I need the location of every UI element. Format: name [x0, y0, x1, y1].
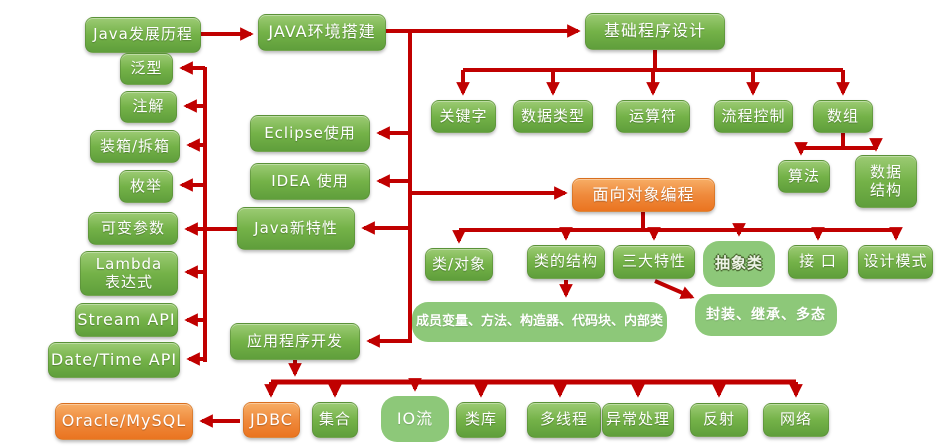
node-label: 泛型	[130, 59, 163, 78]
node-java-new-features: Java新特性	[237, 207, 355, 250]
node-label: 集合	[318, 410, 351, 429]
node-multithreading: 多线程	[527, 402, 601, 438]
node-datetime-api: Date/Time API	[48, 342, 180, 378]
node-flow-control: 流程控制	[714, 100, 793, 133]
node-label: Java发展历程	[93, 25, 193, 44]
node-class-object: 类/对象	[425, 248, 493, 281]
node-algorithms: 算法	[778, 160, 830, 193]
node-reflection: 反射	[690, 403, 748, 437]
node-design-patterns: 设计模式	[858, 245, 933, 279]
node-label: 设计模式	[863, 252, 928, 271]
node-label: 封装、继承、多态	[706, 306, 826, 323]
node-label: Java新特性	[254, 218, 338, 237]
node-label: 类/对象	[431, 254, 487, 273]
node-label-line2: 表达式	[104, 272, 153, 291]
node-oracle-mysql: Oracle/MySQL	[55, 403, 193, 440]
node-label: 枚举	[129, 176, 162, 195]
node-label: Eclipse使用	[264, 123, 356, 142]
node-label: 网络	[779, 410, 812, 429]
node-label: 关键字	[439, 106, 488, 125]
node-data-structures: 数据 结构	[855, 155, 917, 208]
node-label: 算法	[787, 166, 820, 185]
node-basics: 基础程序设计	[585, 13, 725, 50]
node-label: 反射	[702, 410, 735, 429]
node-oop: 面向对象编程	[572, 178, 715, 212]
node-label: 抽象类	[714, 254, 763, 273]
node-label: JDBC	[250, 409, 293, 429]
node-label: 应用程序开发	[246, 331, 343, 350]
node-label: 注解	[132, 97, 165, 116]
node-collections: 集合	[312, 402, 358, 438]
node-network: 网络	[763, 403, 829, 437]
node-exception-handling: 异常处理	[602, 403, 674, 437]
node-arrays: 数组	[813, 100, 873, 133]
node-three-features: 三大特性	[613, 245, 695, 279]
node-label: 接 口	[799, 252, 837, 271]
node-label: 运算符	[628, 106, 677, 125]
node-stream-api: Stream API	[75, 303, 178, 337]
node-label: 成员变量、方法、构造器、代码块、内部类	[415, 313, 663, 329]
node-label: 面向对象编程	[592, 184, 695, 204]
node-io-stream: IO流	[381, 396, 449, 442]
node-label: JAVA环境搭建	[268, 22, 376, 42]
node-label: 类库	[464, 410, 497, 429]
node-class-members: 成员变量、方法、构造器、代码块、内部类	[412, 302, 667, 342]
node-label: IO流	[396, 408, 434, 428]
node-varargs: 可变参数	[88, 212, 178, 245]
node-label: 可变参数	[100, 218, 165, 237]
node-label: 数组	[826, 106, 859, 125]
node-abstract-class: 抽象类	[703, 241, 775, 287]
node-boxing-unboxing: 装箱/拆箱	[90, 130, 180, 163]
node-label: IDEA 使用	[271, 171, 349, 190]
node-label-line1: 数据	[869, 163, 902, 182]
node-eclipse: Eclipse使用	[250, 115, 370, 152]
node-env-setup: JAVA环境搭建	[258, 14, 386, 51]
node-label: Stream API	[77, 309, 176, 329]
node-label-line2: 结构	[869, 180, 902, 199]
node-label: Date/Time API	[50, 349, 178, 369]
node-encapsulation-inheritance-polymorphism: 封装、继承、多态	[695, 294, 837, 336]
node-label: Oracle/MySQL	[61, 411, 187, 431]
node-class-library: 类库	[456, 402, 506, 438]
node-keywords: 关键字	[431, 100, 496, 133]
node-label: 数据类型	[520, 106, 585, 125]
node-enums: 枚举	[119, 170, 173, 203]
node-label: 流程控制	[721, 106, 786, 125]
node-app-dev: 应用程序开发	[230, 323, 360, 360]
node-label-line1: Lambda	[95, 255, 163, 274]
node-lambda: Lambda 表达式	[80, 251, 178, 296]
node-label: 多线程	[539, 410, 588, 429]
node-interface: 接 口	[788, 245, 848, 279]
node-annotations: 注解	[120, 91, 177, 123]
node-class-structure: 类的结构	[527, 245, 605, 279]
node-operators: 运算符	[616, 100, 690, 133]
node-label: 三大特性	[621, 252, 686, 271]
node-data-types: 数据类型	[513, 100, 593, 133]
node-generics: 泛型	[120, 53, 173, 85]
node-label: 类的结构	[533, 252, 598, 271]
node-java-history: Java发展历程	[85, 17, 201, 53]
node-idea: IDEA 使用	[250, 163, 370, 200]
node-label: 装箱/拆箱	[99, 136, 171, 155]
node-jdbc: JDBC	[243, 402, 300, 438]
node-label: 异常处理	[605, 410, 670, 429]
node-label: 基础程序设计	[603, 21, 706, 41]
